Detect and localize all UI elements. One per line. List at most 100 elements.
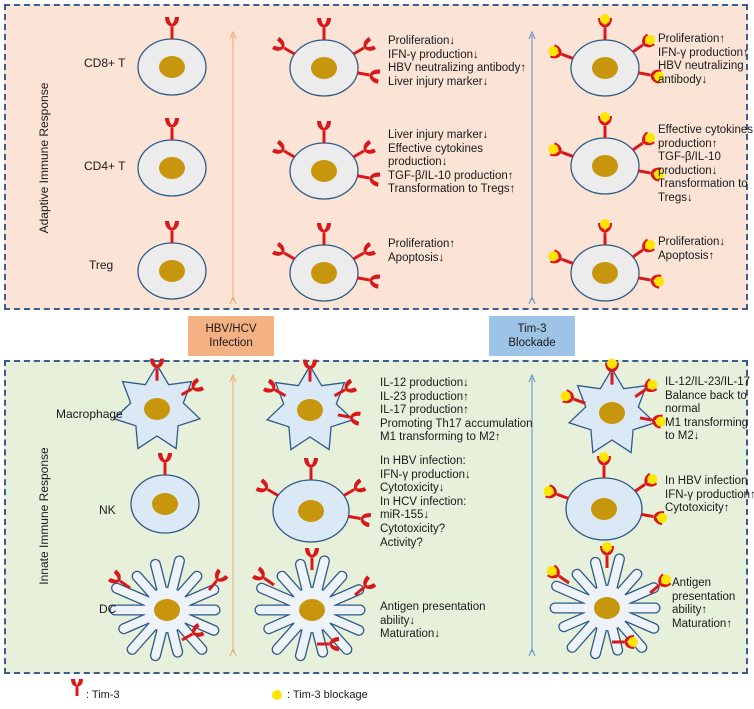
tim3-receptor-icon (560, 387, 590, 412)
nk-cell-naive (130, 451, 200, 534)
blockade-effects-cd8: Proliferation↑IFN-γ production↑HBV neutr… (658, 33, 749, 87)
effect-line: IL-12 production↓ (380, 377, 469, 389)
effect-line: Transformation to (658, 178, 748, 191)
tim3-receptor-icon (627, 130, 657, 158)
legend-blockage-label: : Tim-3 blockage (287, 689, 368, 701)
tim3-receptor-icon (302, 456, 320, 482)
tim3-receptor-icon (637, 409, 666, 431)
tim3-receptor-icon (598, 542, 616, 570)
blockade-line1: Tim-3 (517, 323, 547, 335)
cd4-cell-naive (137, 116, 207, 197)
dc-cell-infected (250, 546, 378, 662)
tim3-receptor-icon (163, 15, 181, 41)
tim3-blocker-icon (599, 452, 609, 462)
tim3-receptor-icon (163, 219, 181, 245)
tim3-receptor-icon (545, 563, 575, 591)
tim3-receptor-icon (163, 116, 181, 142)
effect-line: Maturation↑ (672, 617, 733, 630)
tim3-blocker-icon (543, 486, 554, 497)
effect-line: normal (665, 403, 701, 416)
blockade-effects-treg: Proliferation↓Apoptosis↑ (658, 236, 725, 263)
infection-effects-nk: In HBV infection:IFN-γ production↓Cytoto… (380, 455, 471, 550)
legend-tim3-label: : Tim-3 (86, 689, 120, 701)
tim3-receptor-icon (303, 546, 321, 572)
infection-line2: Infection (209, 337, 253, 349)
adaptive-title: Adaptive Immune Response (37, 82, 51, 234)
tim3-receptor-icon (345, 507, 373, 529)
tim3-receptor-icon (354, 167, 382, 189)
innate-title: Innate Immune Response (37, 447, 51, 585)
tim3-blocker-icon (548, 251, 559, 262)
effect-line: In HBV infection (665, 475, 748, 487)
tim3-blocker-icon (654, 71, 665, 82)
effect-line: production↓ (388, 156, 448, 169)
tim3-receptor-icon (315, 119, 333, 145)
effect-line: miR-155↓ (380, 509, 430, 522)
label-dc: DC (99, 602, 117, 616)
label-treg: Treg (89, 258, 114, 272)
treg-cell-naive (137, 219, 207, 300)
infection-effects-treg: Proliferation↑Apoptosis↓ (388, 238, 455, 265)
effect-line: IFN-γ production↓ (388, 48, 479, 61)
tim3-receptor-icon (354, 64, 382, 86)
tim3-blocker-icon (647, 474, 658, 485)
tim3-receptor-icon (596, 219, 614, 247)
label-cd4: CD4+ T (84, 159, 126, 173)
effect-line: HBV neutralizing antibody↑ (388, 62, 527, 75)
effect-line: Proliferation↑ (388, 238, 456, 250)
effect-line: Proliferation↓ (658, 236, 726, 248)
tim3-receptor-icon (548, 140, 577, 165)
cd8-cell-naive (137, 15, 207, 96)
tim3-blocker-icon (657, 513, 668, 524)
effect-line: Effective cytokines (658, 124, 754, 136)
tim3-blocker-icon (600, 112, 610, 122)
legend-blocker-icon (272, 690, 282, 700)
effect-line: In HBV infection: (380, 455, 466, 467)
tim3-blocker-icon (548, 144, 559, 155)
effect-line: Cytotoxicity? (380, 522, 446, 535)
tim3-receptor-icon (596, 112, 614, 140)
cd4-cell-blockade (548, 112, 665, 195)
effect-line: M1 transforming (665, 416, 749, 429)
tim3-receptor-icon (354, 269, 382, 291)
macrophage-cell-naive (112, 357, 206, 450)
effect-line: HBV neutralizing (658, 60, 744, 73)
effect-line: production↑ (658, 137, 718, 150)
nk-cell-infected (254, 456, 373, 543)
effect-line: Apoptosis↑ (658, 249, 715, 262)
tim3-blocker-icon (560, 391, 571, 402)
tim3-receptor-icon (548, 42, 577, 67)
label-cd8: CD8+ T (84, 56, 126, 70)
effect-line: Effective cytokines (388, 142, 484, 155)
dc-cell-blockade (545, 542, 673, 660)
label-nk: NK (99, 503, 116, 517)
tim3-blocker-icon (645, 34, 656, 45)
tim3-receptor-icon (635, 269, 665, 291)
cd8-cell-blockade (548, 14, 665, 97)
effect-line: M1 transforming to M2↑ (380, 431, 501, 444)
effect-line: In HCV infection: (380, 495, 467, 508)
effect-line: presentation (672, 590, 736, 603)
tim3-receptor-icon (596, 14, 614, 42)
dc-cell-naive (106, 555, 231, 662)
effect-line: Antigen presentation (380, 601, 486, 613)
tim3-blocker-icon (602, 542, 612, 552)
effect-line: IFN-γ production↑ (658, 46, 749, 59)
effect-line: Promoting Th17 accumulation (380, 417, 533, 430)
label-macrophage: Macrophage (56, 407, 123, 421)
effect-line: Cytotoxicity↓ (380, 482, 445, 495)
effect-line: IL-12/IL-23/IL-17 (665, 376, 751, 388)
tim3-blocker-icon (645, 239, 656, 250)
nk-cell-blockade (543, 452, 668, 541)
infection-effects-cd8: Proliferation↓IFN-γ production↓HBV neutr… (388, 35, 526, 89)
effect-line: Liver injury marker↓ (388, 129, 489, 141)
tim3-receptor-icon (635, 64, 665, 86)
effect-line: Cytotoxicity↑ (665, 502, 730, 515)
effect-line: Tregs↓ (658, 191, 693, 204)
